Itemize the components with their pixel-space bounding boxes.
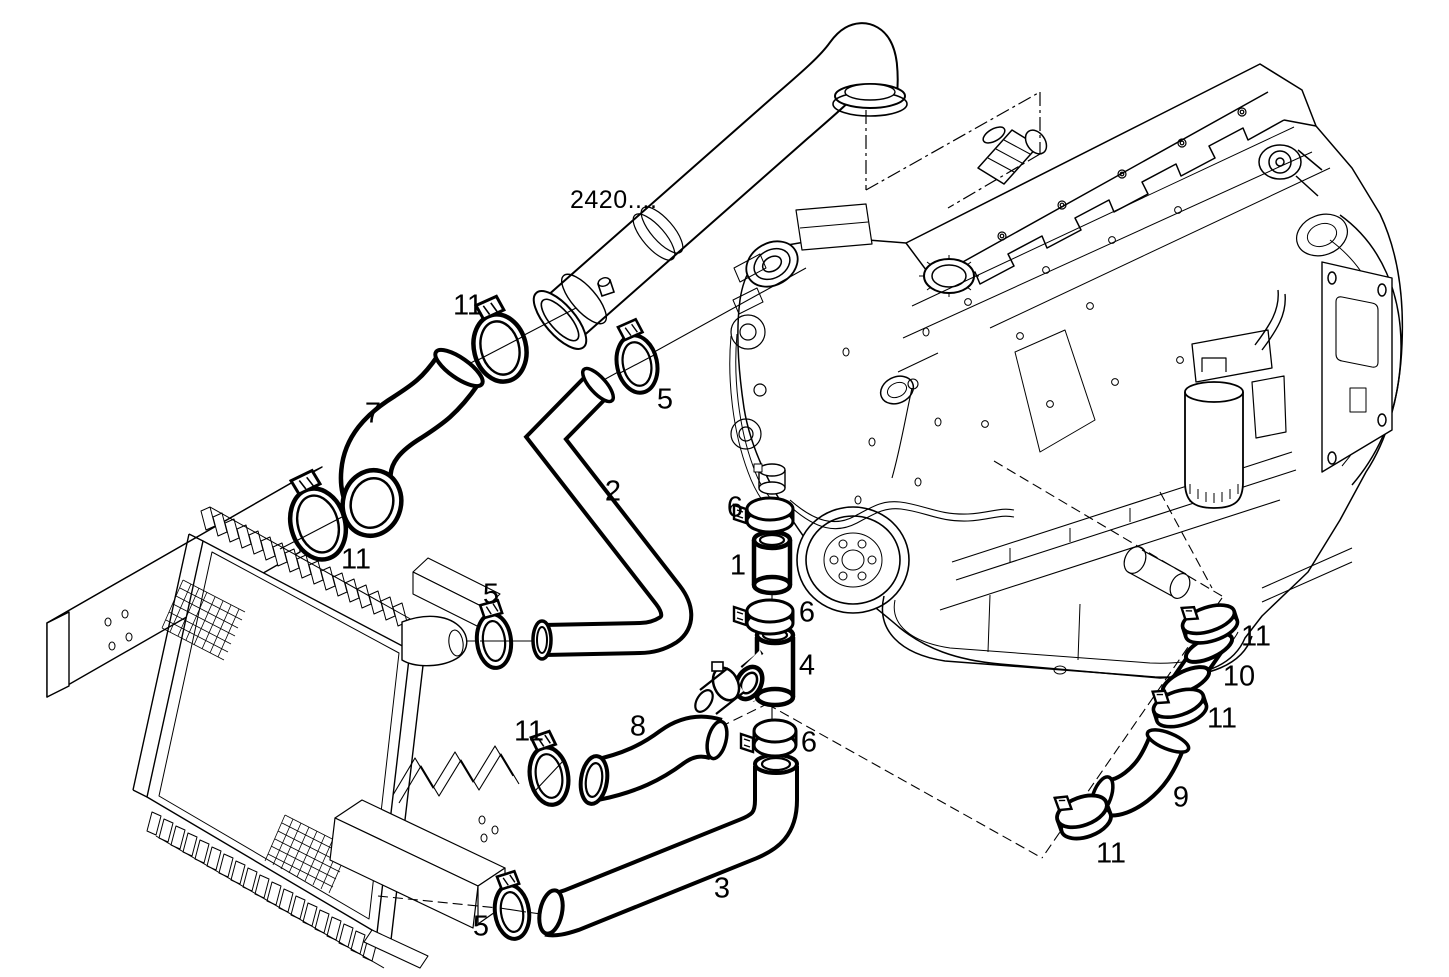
clamp-11-d (1180, 603, 1240, 645)
charge-inlet-flange (745, 203, 873, 288)
clamp-11-f (1053, 793, 1113, 841)
air-compressor (1258, 144, 1323, 197)
cover-bolts (997, 107, 1247, 241)
part-3-hose (537, 753, 799, 938)
crank-pulley (796, 506, 910, 614)
clamp-11-b (287, 468, 349, 562)
figure-code-label: 2420.... (570, 186, 658, 214)
mounting-plane-dashdot (865, 91, 1041, 209)
oil-filler-cap (919, 255, 979, 297)
flywheel-housing (1261, 213, 1402, 603)
charge-air-pipe-2420 (532, 22, 908, 350)
clamp-6-a (732, 496, 795, 534)
engine-water-stub (753, 463, 786, 495)
support-fins (392, 745, 520, 804)
part-1-sleeve (751, 529, 793, 596)
part-7-hose (338, 347, 485, 538)
clamp-6-b (732, 598, 795, 636)
clamp-11-c (527, 729, 571, 807)
clamp-5-c (492, 869, 532, 941)
clamp-11-e (1150, 687, 1209, 729)
clamp-6-c (739, 718, 798, 758)
radiator-outlet-duct (401, 557, 501, 667)
valve-cover-edge (940, 119, 1285, 291)
engine-illustration (729, 63, 1404, 679)
part-8-hose (578, 714, 729, 806)
mesh-patch-top (161, 579, 246, 661)
mesh-patch-bottom (264, 814, 351, 894)
front-gasket-hole (879, 375, 915, 405)
radiator-assembly (46, 466, 520, 969)
part-2-hose (523, 366, 694, 661)
clamp-5-a (614, 317, 660, 395)
axis-overlays (295, 335, 657, 913)
idler-pulleys (730, 314, 767, 450)
intake-elbow (977, 126, 1048, 185)
stub-connector (694, 661, 745, 715)
oil-filter (1184, 289, 1287, 509)
